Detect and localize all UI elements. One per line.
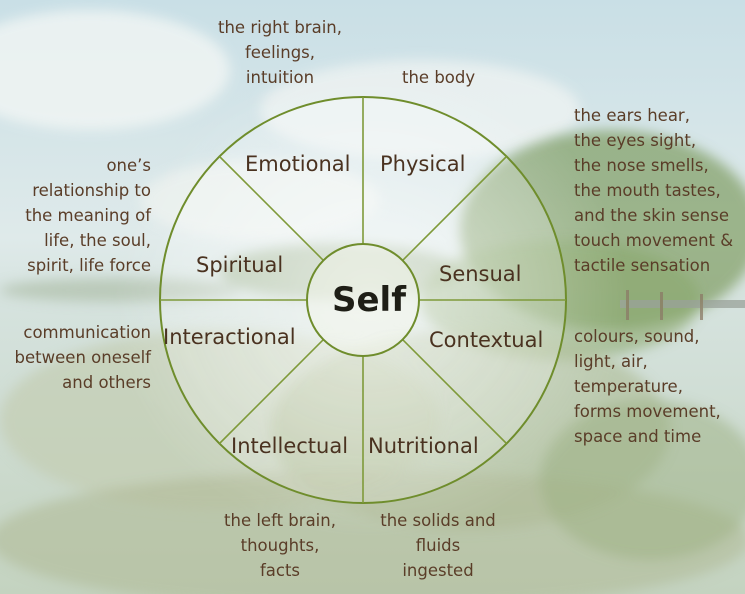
- description-line: relationship to: [32, 181, 151, 200]
- description-line: light, air,: [574, 352, 648, 371]
- segment-sensual: Sensual: [439, 262, 522, 286]
- description-line: thoughts,: [240, 536, 320, 555]
- description-line: life, the soul,: [44, 231, 151, 250]
- segment-physical: Physical: [380, 152, 466, 176]
- description-line: the meaning of: [25, 206, 151, 225]
- description-line: facts: [259, 561, 301, 580]
- spoke-bottom-right: [402, 339, 508, 445]
- segment-intellectual: Intellectual: [231, 434, 349, 458]
- segment-interactional: Interactional: [163, 325, 296, 349]
- description-interactional: communication between oneself and others: [0, 320, 151, 395]
- center-label: Self: [332, 280, 406, 320]
- description-line: tactile sensation: [574, 256, 711, 275]
- description-line: colours, sound,: [574, 327, 700, 346]
- description-line: touch movement &: [574, 231, 734, 250]
- description-nutritional: the solids and fluids ingested: [368, 508, 508, 583]
- description-emotional: the right brain, feelings, intuition: [210, 15, 350, 90]
- description-line: between oneself: [14, 348, 151, 367]
- description-line: one’s: [106, 156, 151, 175]
- description-line: ingested: [402, 561, 474, 580]
- description-line: the left brain,: [224, 511, 336, 530]
- segment-spiritual: Spiritual: [196, 253, 284, 277]
- segment-nutritional: Nutritional: [368, 434, 479, 458]
- description-spiritual: one’s relationship to the meaning of lif…: [0, 153, 151, 278]
- description-sensual: the ears hear, the eyes sight, the nose …: [574, 103, 733, 278]
- description-line: temperature,: [574, 377, 683, 396]
- description-line: intuition: [245, 68, 315, 87]
- description-line: feelings,: [244, 43, 316, 62]
- description-line: the mouth tastes,: [574, 181, 721, 200]
- description-line: the nose smells,: [574, 156, 709, 175]
- description-line: the right brain,: [218, 18, 342, 37]
- description-line: the eyes sight,: [574, 131, 697, 150]
- description-line: space and time: [574, 427, 702, 446]
- description-line: and the skin sense: [574, 206, 730, 225]
- segment-emotional: Emotional: [245, 152, 351, 176]
- description-contextual: colours, sound, light, air, temperature,…: [574, 324, 721, 449]
- description-line: the body: [402, 68, 476, 87]
- spoke-top-left: [218, 155, 324, 261]
- description-physical: the body: [402, 65, 475, 90]
- spoke-bottom-left: [218, 339, 324, 445]
- spoke-top-right: [402, 155, 508, 261]
- center-circle: [306, 243, 420, 357]
- description-line: forms movement,: [574, 402, 721, 421]
- description-line: and others: [62, 373, 151, 392]
- description-line: communication: [23, 323, 151, 342]
- description-line: the ears hear,: [574, 106, 690, 125]
- description-line: the solids and: [380, 511, 496, 530]
- description-line: spirit, life force: [27, 256, 151, 275]
- description-line: fluids: [415, 536, 461, 555]
- description-intellectual: the left brain, thoughts, facts: [210, 508, 350, 583]
- segment-contextual: Contextual: [429, 328, 544, 352]
